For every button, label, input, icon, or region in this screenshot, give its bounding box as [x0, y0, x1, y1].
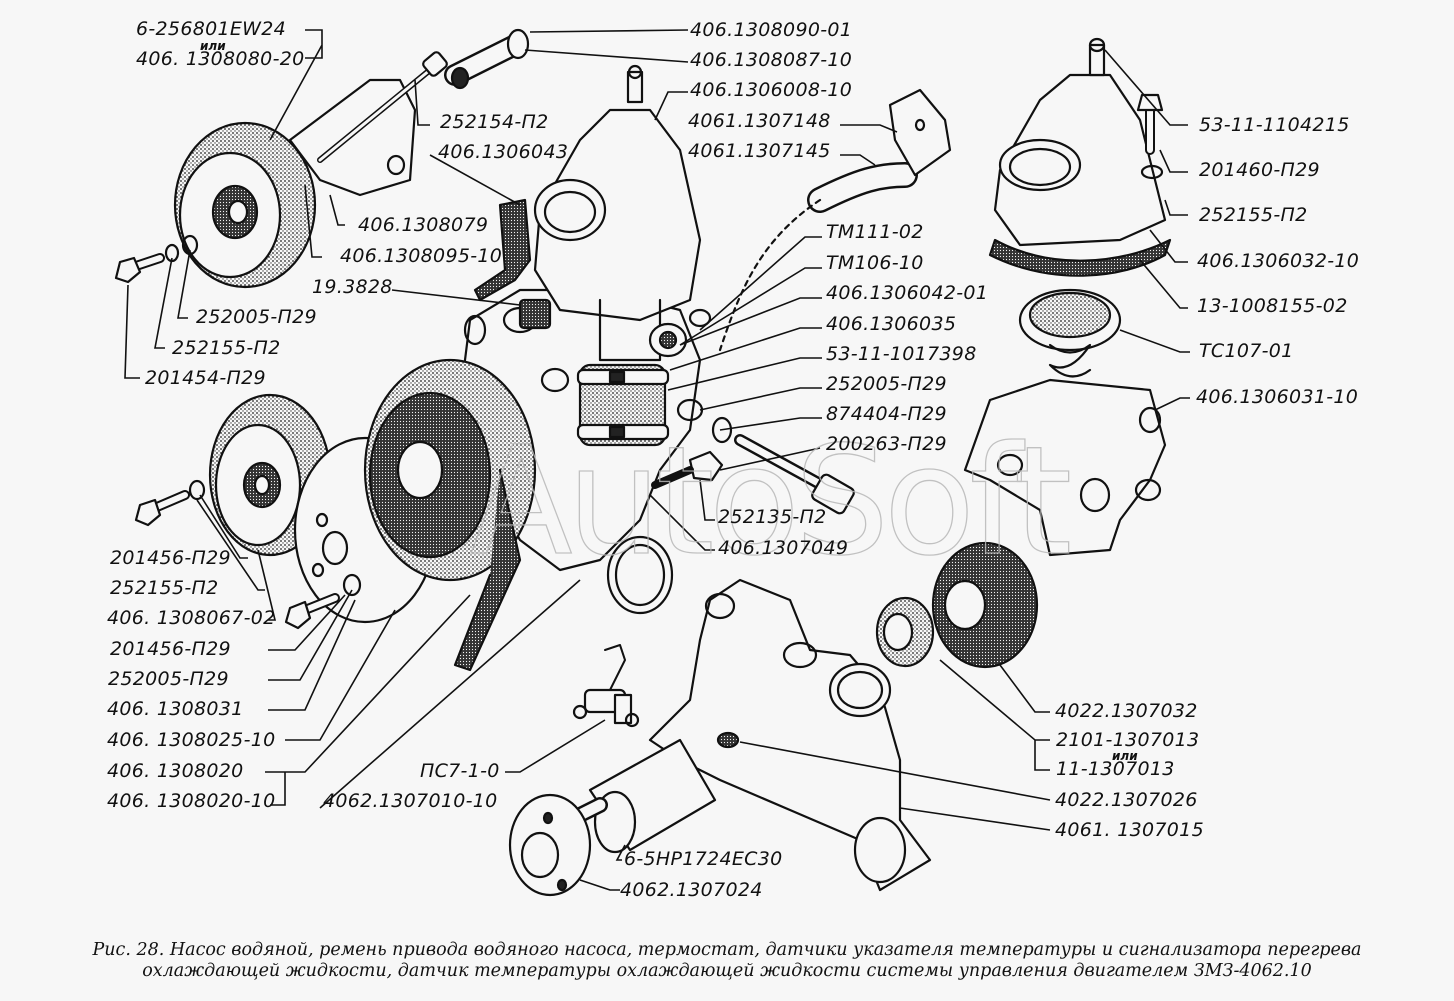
tensioner-pulley-top — [173, 121, 317, 289]
label-part: 874404-П29 — [826, 403, 947, 425]
label-part: 406. 1308025-10 — [107, 729, 276, 751]
label-part: 252005-П29 — [826, 373, 947, 395]
figure-caption-line2: охлаждающей жидкости, датчик температуры… — [142, 961, 1312, 981]
gasket-right — [988, 238, 1172, 277]
label-part: 252155-П2 — [1199, 204, 1308, 226]
label-part: 406.1306031-10 — [1196, 386, 1359, 408]
label-part: 406. 1308020 — [107, 760, 244, 782]
label-part: 252005-П29 — [196, 306, 317, 328]
bolt-201454 — [114, 234, 199, 284]
label-part: 6-5НР1724ЕС30 — [624, 848, 783, 870]
label-part: 406.1308079 — [358, 214, 489, 236]
label-part: 406.1306035 — [826, 313, 957, 335]
sensor-ps7 — [572, 644, 640, 728]
impeller — [931, 541, 1039, 669]
stud-200263 — [651, 434, 855, 515]
label-part: ТМ106-10 — [826, 252, 924, 274]
label-part: 4062.1307010-10 — [323, 790, 498, 812]
label-or: или — [200, 39, 226, 53]
label-part: 201460-П29 — [1199, 159, 1320, 181]
label-part: 406.1307049 — [718, 537, 849, 559]
label-part: 4022.1307026 — [1055, 789, 1198, 811]
bolt-201456-a — [134, 479, 206, 527]
leader-lines — [124, 29, 1190, 891]
pump-body-lower — [648, 578, 932, 892]
label-part: 406. 1308031 — [107, 698, 244, 720]
label-part: 406.1306043 — [438, 141, 569, 163]
tensioner-bracket — [288, 28, 530, 197]
label-part: 406.1308095-10 — [340, 245, 503, 267]
label-part: 252135-П2 — [718, 506, 827, 528]
drive-belt — [453, 468, 522, 672]
temperature-sensors — [518, 298, 733, 444]
label-part: 201456-П29 — [110, 638, 231, 660]
label-part: 200263-П29 — [826, 433, 947, 455]
fan-pulley-hub — [363, 358, 537, 582]
label-part: 406.1308087-10 — [690, 49, 853, 71]
label-part: 201456-П29 — [110, 547, 231, 569]
label-part: 53-11-1017398 — [826, 343, 977, 365]
bracket-406-1306043 — [473, 198, 532, 302]
label-part: 4062.1307024 — [620, 879, 763, 901]
pipe-bracket — [718, 88, 952, 352]
label-part: 13-1008155-02 — [1197, 295, 1348, 317]
thermostat-tc107 — [1018, 288, 1122, 378]
label-part: 11-1307013 — [1056, 758, 1175, 780]
label-part: 53-11-1104215 — [1199, 114, 1350, 136]
label-part: 2101-1307013 — [1056, 729, 1200, 751]
thermostat-cover-center — [533, 64, 702, 362]
thermostat-housing-right — [963, 378, 1167, 557]
label-part: ТС107-01 — [1199, 340, 1294, 362]
label-part: 406.1306032-10 — [1197, 250, 1360, 272]
label-part: 4061.1307145 — [688, 140, 831, 162]
label-part: 4061.1307148 — [688, 110, 831, 132]
hose-clamp — [576, 363, 670, 447]
label-part: 4061. 1307015 — [1055, 819, 1204, 841]
bolt-201456-b — [284, 593, 340, 630]
label-part: ТМ111-02 — [826, 221, 924, 243]
label-part: 252155-П2 — [110, 577, 219, 599]
gasket-ring — [606, 535, 674, 615]
figure-caption-line1: Рис. 28. Насос водяной, ремень привода в… — [92, 940, 1362, 960]
label-part: ПС7-1-0 — [420, 760, 500, 782]
label-or: или — [1112, 749, 1138, 763]
label-part: 252005-П29 — [108, 668, 229, 690]
label-part: 406.1308090-01 — [690, 19, 853, 41]
label-part: 252154-П2 — [440, 111, 549, 133]
thermostat-cover-right — [993, 37, 1167, 247]
label-part: 406. 1308067-02 — [107, 607, 276, 629]
label-part: 201454-П29 — [145, 367, 266, 389]
label-part: 4022.1307032 — [1055, 700, 1198, 722]
label-part: 406. 1308020-10 — [107, 790, 276, 812]
seal-2101 — [875, 596, 935, 668]
bolt-washer-right — [1136, 93, 1164, 180]
label-part: 406.1306008-10 — [690, 79, 853, 101]
label-part: 406.1306042-01 — [826, 282, 989, 304]
label-part: 19.3828 — [312, 276, 393, 298]
label-part: 252155-П2 — [172, 337, 281, 359]
label-part: 406. 1308080-20 — [136, 48, 305, 70]
hub-flange — [508, 793, 592, 897]
label-part: 6-256801EW24 — [136, 18, 287, 40]
